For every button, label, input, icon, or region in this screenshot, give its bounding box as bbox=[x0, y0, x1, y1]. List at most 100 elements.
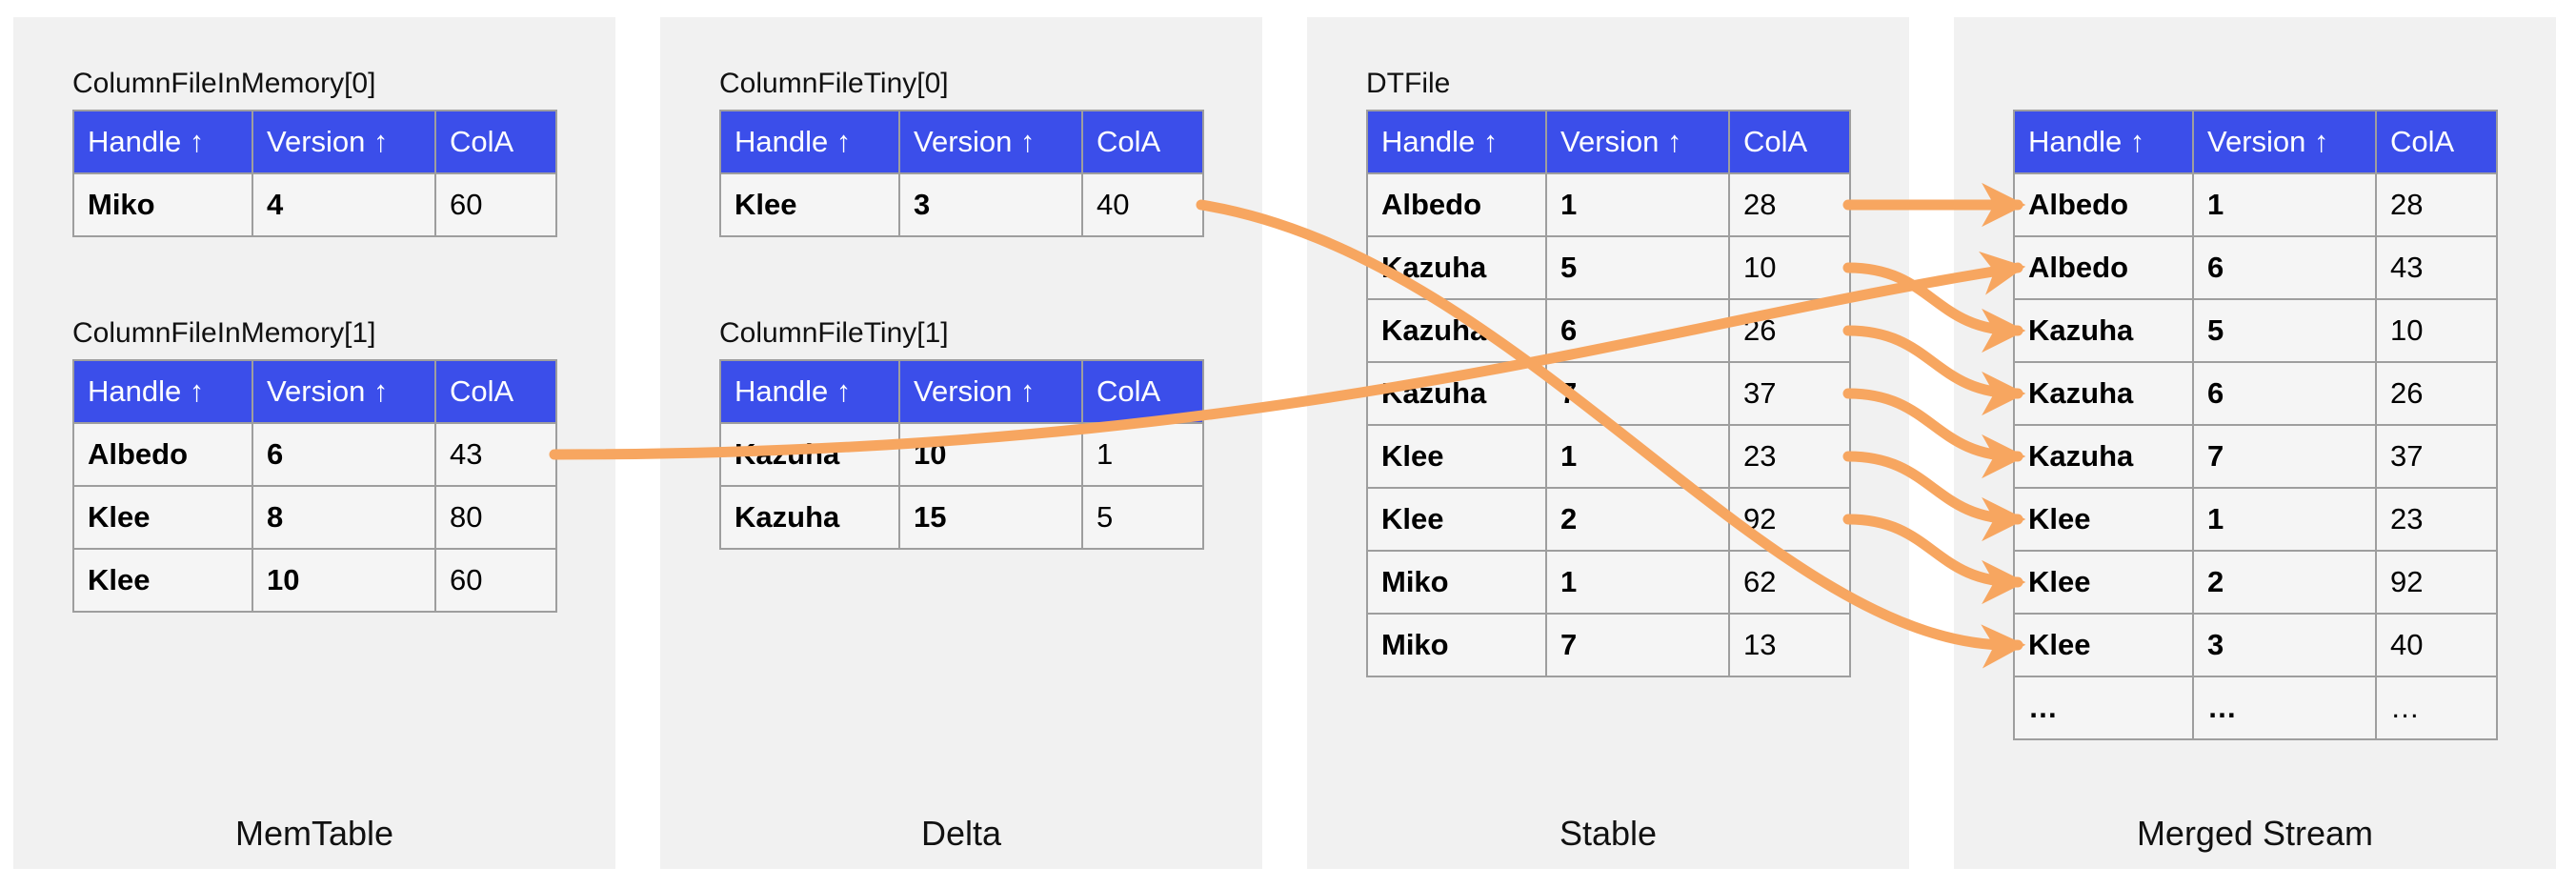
cell-cola: 60 bbox=[434, 172, 557, 237]
cell-handle: Kazuha bbox=[719, 485, 900, 550]
cell-version: 7 bbox=[2192, 424, 2377, 489]
cell-handle: Klee bbox=[2013, 487, 2194, 552]
column-header: ColA bbox=[1081, 110, 1204, 174]
cell-cola: 1 bbox=[1081, 422, 1204, 487]
cell-handle: Kazuha bbox=[2013, 361, 2194, 426]
cell-version: 15 bbox=[898, 485, 1083, 550]
column-header: Handle ↑ bbox=[72, 110, 253, 174]
cell-version: 2 bbox=[2192, 550, 2377, 615]
table-title: ColumnFileTiny[1] bbox=[719, 317, 949, 349]
cell-handle: Kazuha bbox=[1366, 361, 1547, 426]
panel-label-stable: Stable bbox=[1559, 814, 1658, 853]
cell-handle: Kazuha bbox=[1366, 235, 1547, 300]
column-header: Version ↑ bbox=[252, 359, 436, 424]
cell-version: 3 bbox=[2192, 613, 2377, 677]
cell-cola: 23 bbox=[2375, 487, 2498, 552]
cell-cola: 37 bbox=[2375, 424, 2498, 489]
cell-handle: Klee bbox=[719, 172, 900, 237]
cell-version: 5 bbox=[2192, 298, 2377, 363]
column-header: ColA bbox=[434, 359, 557, 424]
cell-handle: Klee bbox=[72, 485, 253, 550]
cell-version: … bbox=[2192, 676, 2377, 740]
header-row: Handle ↑Version ↑ColA bbox=[719, 359, 1204, 424]
column-header: ColA bbox=[434, 110, 557, 174]
cell-cola: 40 bbox=[2375, 613, 2498, 677]
cell-handle: Kazuha bbox=[2013, 424, 2194, 489]
table-block: ColumnFileInMemory[1] Handle ↑Version ↑Co… bbox=[72, 316, 587, 613]
cell-cola: 28 bbox=[2375, 172, 2498, 237]
cell-version: 6 bbox=[252, 422, 436, 487]
cell-cola: 37 bbox=[1728, 361, 1851, 426]
table-title: DTFile bbox=[1366, 68, 1451, 99]
cell-handle: Klee bbox=[1366, 487, 1547, 552]
cell-handle: Miko bbox=[72, 172, 253, 237]
cell-cola: 28 bbox=[1728, 172, 1851, 237]
cell-handle: … bbox=[2013, 676, 2194, 740]
header-row: Handle ↑Version ↑ColA bbox=[72, 110, 557, 174]
column-header: Version ↑ bbox=[1545, 110, 1730, 174]
cell-version: 1 bbox=[1545, 424, 1730, 489]
table-block: ColumnFileInMemory[0] Handle ↑Version ↑Co… bbox=[72, 67, 587, 237]
cell-handle: Albedo bbox=[2013, 235, 2194, 300]
cell-cola: 10 bbox=[1728, 235, 1851, 300]
column-header: Version ↑ bbox=[2192, 110, 2377, 174]
cell-handle: Kazuha bbox=[2013, 298, 2194, 363]
panel-label-merged-stream: Merged Stream bbox=[2136, 814, 2374, 853]
table-title: ColumnFileInMemory[0] bbox=[72, 68, 376, 99]
cell-cola: 13 bbox=[1728, 613, 1851, 677]
cell-version: 10 bbox=[252, 548, 436, 613]
cell-cola: 60 bbox=[434, 548, 557, 613]
cell-version: 1 bbox=[1545, 550, 1730, 615]
cell-version: 3 bbox=[898, 172, 1083, 237]
column-header: ColA bbox=[1081, 359, 1204, 424]
cell-version: 1 bbox=[2192, 172, 2377, 237]
table-row: ……… bbox=[2013, 676, 2498, 740]
cell-cola: 23 bbox=[1728, 424, 1851, 489]
cell-handle: Miko bbox=[1366, 550, 1547, 615]
column-header: ColA bbox=[1728, 110, 1851, 174]
table-title: ColumnFileInMemory[1] bbox=[72, 317, 376, 349]
cell-handle: Klee bbox=[72, 548, 253, 613]
column-header: Handle ↑ bbox=[72, 359, 253, 424]
cell-cola: 92 bbox=[2375, 550, 2498, 615]
header-row: Handle ↑Version ↑ColA bbox=[719, 110, 1204, 174]
cell-version: 1 bbox=[1545, 172, 1730, 237]
panel-label-delta: Delta bbox=[920, 814, 1002, 853]
header-row: Handle ↑Version ↑ColA bbox=[72, 359, 557, 424]
cell-handle: Albedo bbox=[72, 422, 253, 487]
cell-version: 4 bbox=[252, 172, 436, 237]
cell-version: 8 bbox=[252, 485, 436, 550]
cell-cola: 5 bbox=[1081, 485, 1204, 550]
cell-handle: Klee bbox=[2013, 550, 2194, 615]
table-title: ColumnFileTiny[0] bbox=[719, 68, 949, 99]
